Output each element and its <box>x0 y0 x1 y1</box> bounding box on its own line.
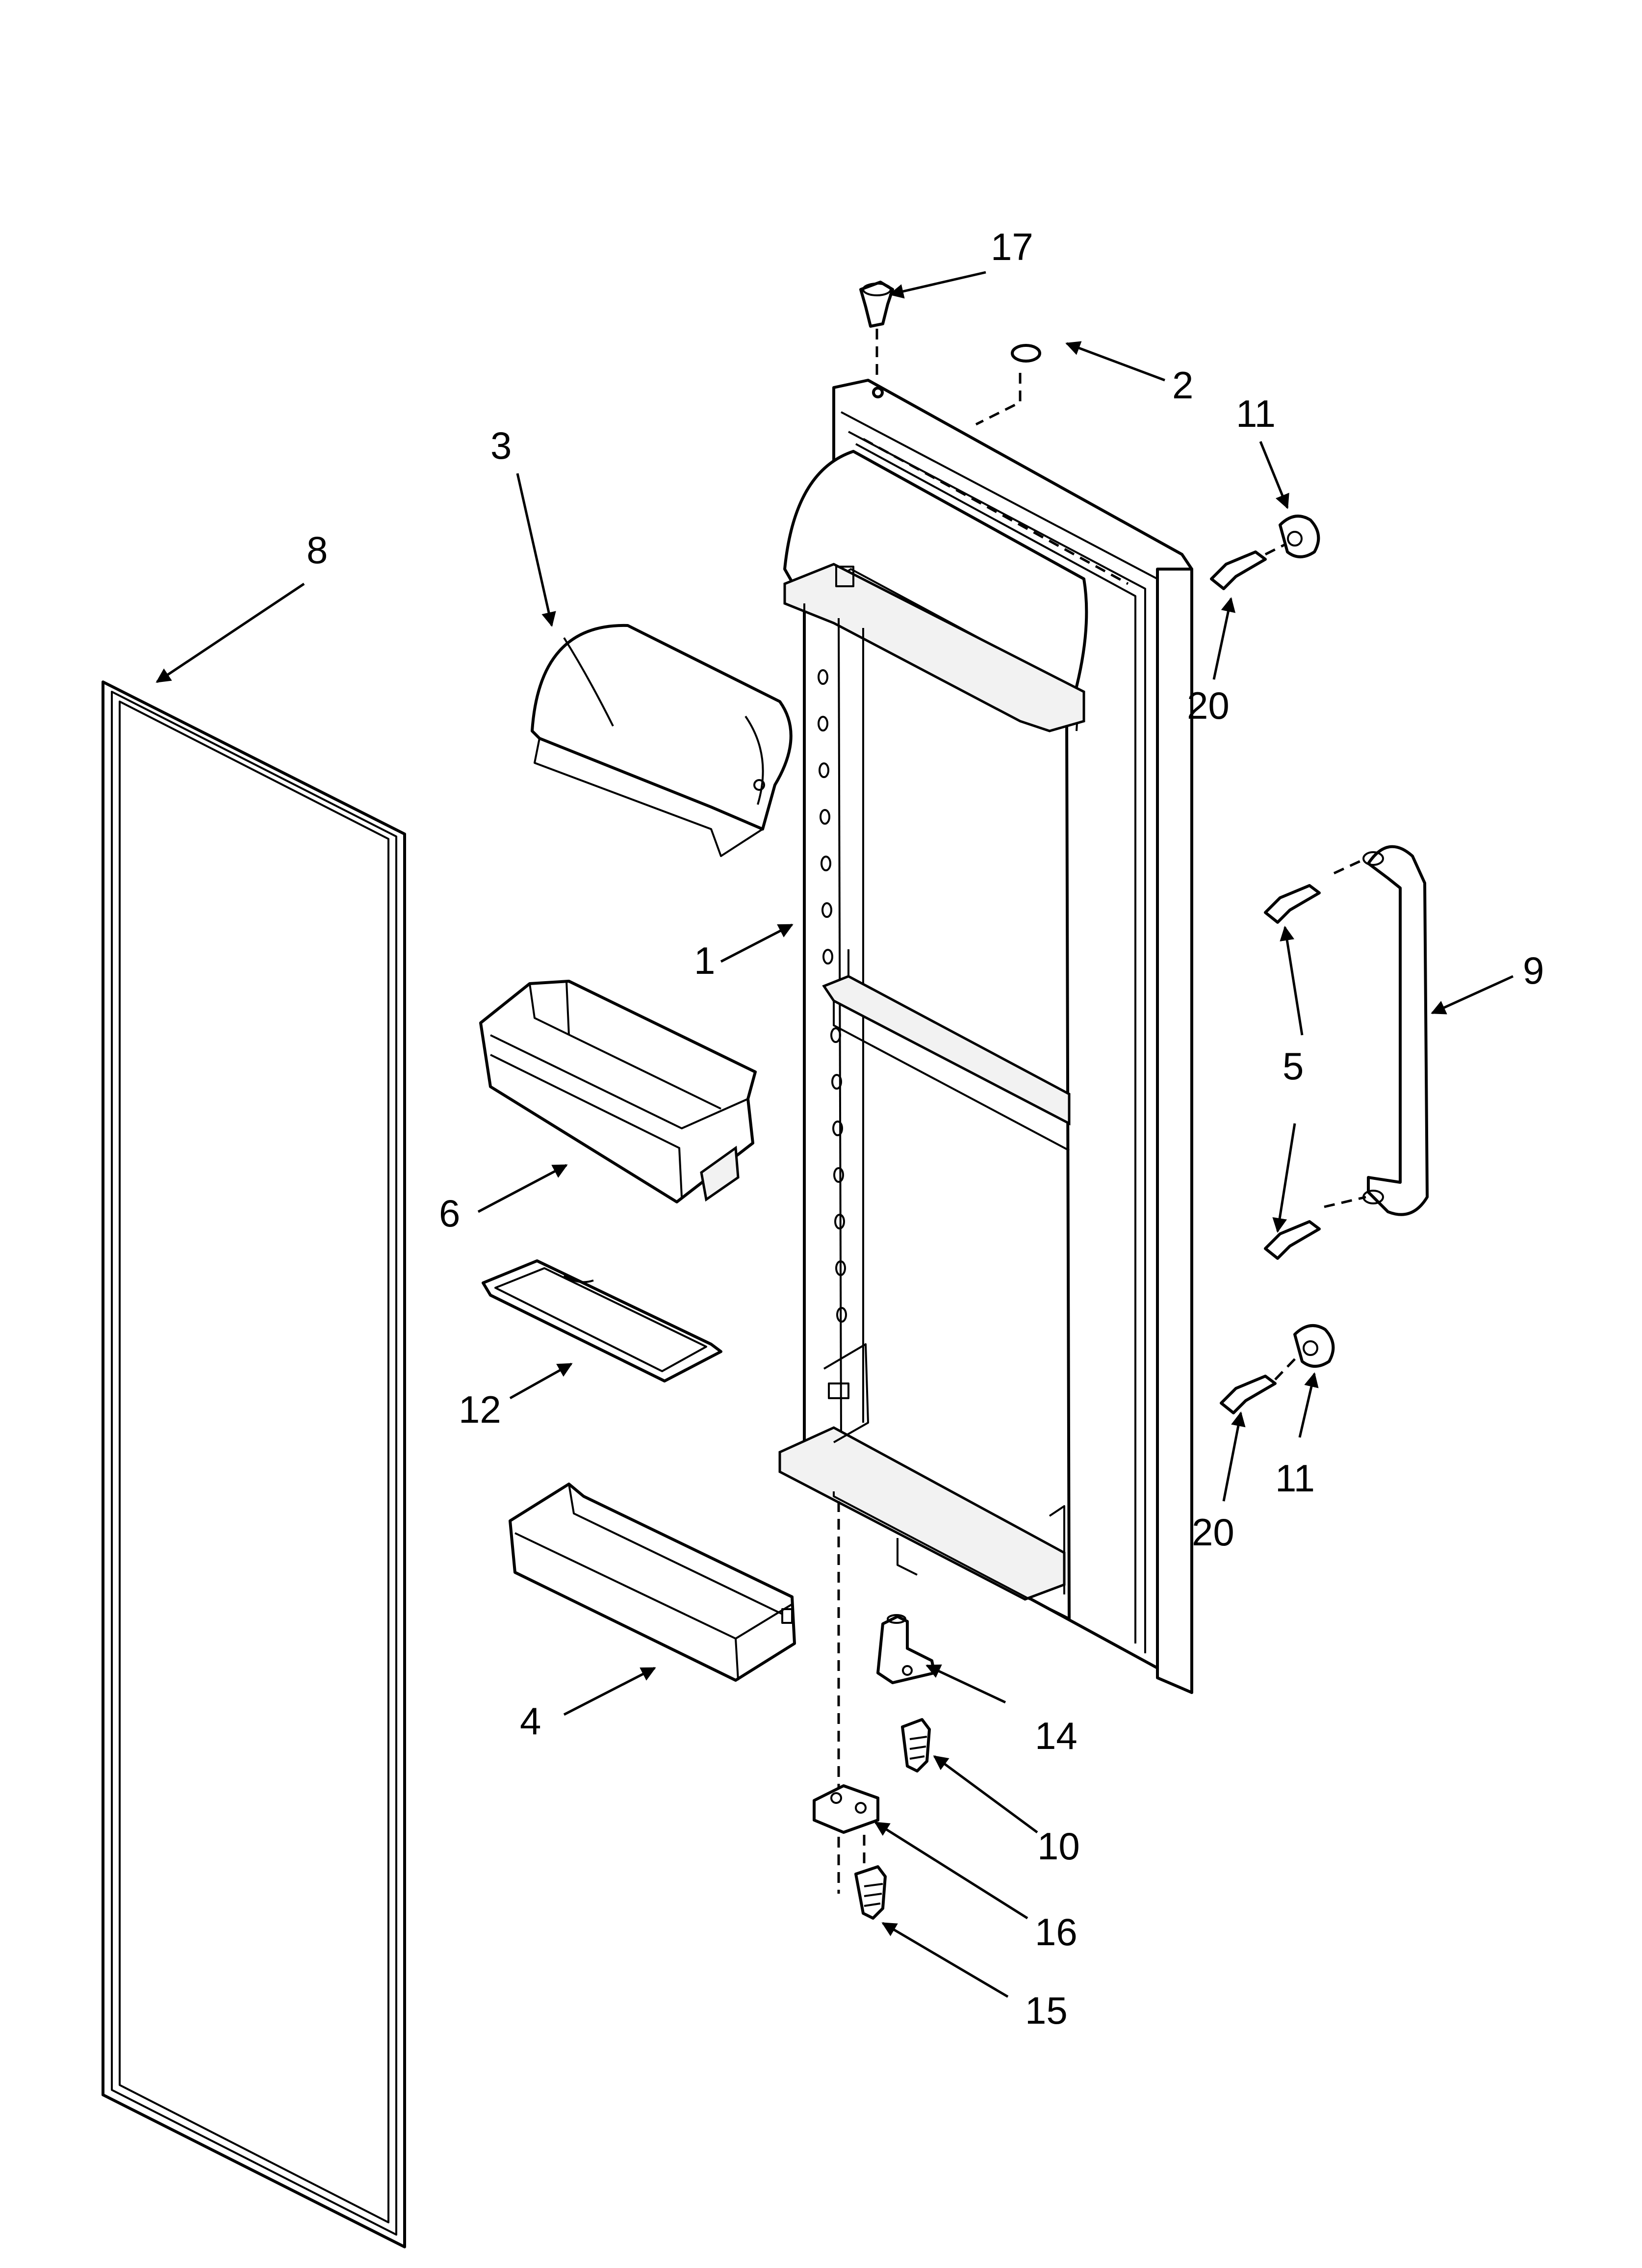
lower-screw <box>854 1865 887 1920</box>
callout-hinge-screw: 10 <box>1037 1825 1080 1868</box>
callout-bin-bottom: 4 <box>520 1699 541 1743</box>
plug-bottom <box>1293 1324 1335 1368</box>
door-bin-middle <box>479 980 757 1203</box>
shelf-rail-holes <box>818 669 847 1323</box>
callout-bushing-top: 17 <box>991 225 1033 268</box>
door-handle <box>1324 845 1429 1216</box>
handle-screw-top <box>1264 884 1321 924</box>
callout-plug-bottom: 11 <box>1275 1457 1315 1500</box>
plug-screw-bottom <box>1220 1353 1301 1414</box>
bin-insert <box>482 1259 722 1382</box>
callout-cover-top: 2 <box>1172 364 1193 407</box>
callout-lower-screw: 15 <box>1025 1989 1068 2032</box>
callout-plug-top: 11 <box>1236 392 1276 435</box>
callout-screw-plug-bottom: 20 <box>1192 1511 1234 1554</box>
hinge-cover-top <box>975 344 1041 426</box>
hinge-block <box>813 1784 879 1864</box>
leader-lines <box>155 271 1514 1998</box>
hinge-screw <box>901 1718 931 1773</box>
plug-top <box>1279 515 1320 558</box>
hinge-bracket <box>876 1614 936 1684</box>
callout-dairy-door: 3 <box>490 424 512 467</box>
callout-door: 1 <box>694 939 715 982</box>
top-bushing <box>859 281 894 398</box>
door-assembly <box>778 379 1193 1894</box>
handle-screw-bottom <box>1264 1220 1321 1260</box>
door-gasket <box>102 680 406 2248</box>
door-bin-bottom <box>509 1483 796 1682</box>
callout-handle: 9 <box>1523 949 1544 992</box>
callout-labels: 8 3 17 2 11 20 1 9 5 6 12 11 20 4 14 10 … <box>307 225 1544 2032</box>
callout-screw-plug-top: 20 <box>1187 684 1230 727</box>
callout-gasket: 8 <box>307 528 328 572</box>
callout-hinge-block: 16 <box>1035 1910 1078 1954</box>
callout-bin-middle: 6 <box>439 1192 460 1235</box>
callout-bin-insert: 12 <box>459 1388 501 1431</box>
callout-hinge-bracket: 14 <box>1035 1714 1078 1757</box>
dairy-door <box>531 624 793 857</box>
plug-screw-top <box>1210 543 1286 590</box>
callout-screw-handle: 5 <box>1283 1044 1304 1088</box>
